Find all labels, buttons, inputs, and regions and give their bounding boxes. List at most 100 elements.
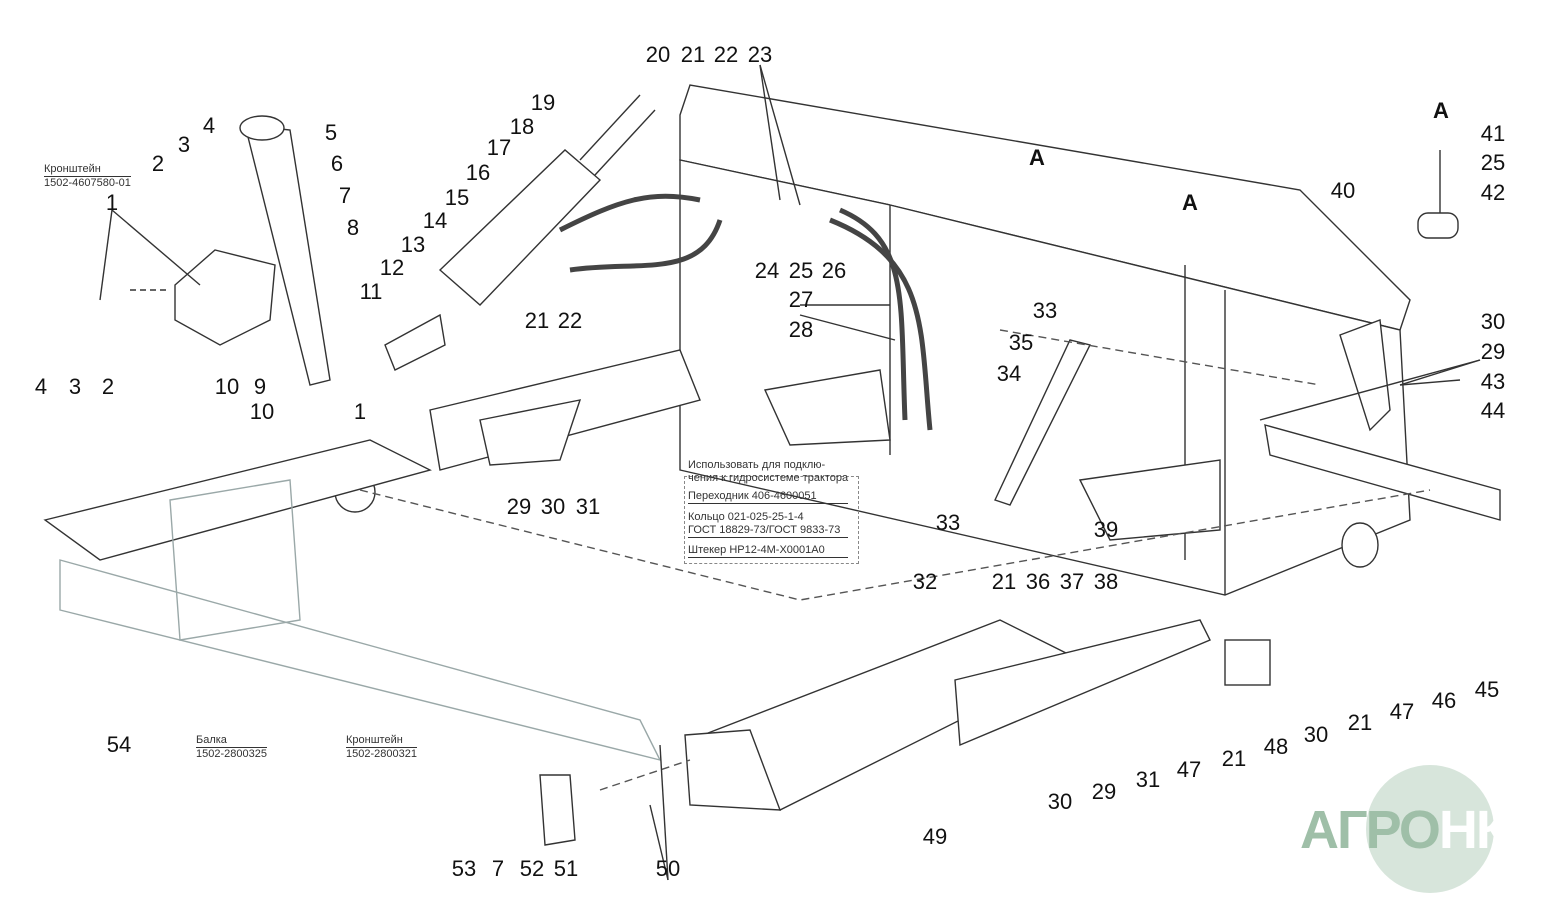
callout-46: 46 bbox=[1431, 688, 1457, 713]
bracket2-label: Кронштейн 1502-2800321 bbox=[346, 734, 417, 761]
callout-30: 30 bbox=[1047, 789, 1073, 814]
callout-21: 21 bbox=[1221, 746, 1247, 771]
callout-21: 21 bbox=[1347, 710, 1373, 735]
vertical-cylinder bbox=[244, 124, 331, 386]
callout-41: 41 bbox=[1480, 121, 1506, 146]
callout-18: 18 bbox=[509, 114, 535, 139]
bracket2-code: 1502-2800321 bbox=[346, 748, 417, 760]
callout-2: 2 bbox=[101, 374, 115, 399]
callout-10: 10 bbox=[249, 399, 275, 424]
callout-25: 25 bbox=[1480, 150, 1506, 175]
callout-32: 32 bbox=[912, 569, 938, 594]
ring-part: Кольцо 021-025-25-1-4 bbox=[688, 511, 804, 523]
callout-22: 22 bbox=[557, 308, 583, 333]
callout-50: 50 bbox=[655, 856, 681, 881]
view-marker-a: A bbox=[1433, 98, 1449, 123]
adapter-part: Переходник 406-4600051 bbox=[688, 490, 849, 504]
hydraulic-note-line2: чения к гидросистеме трактора bbox=[688, 472, 849, 484]
callout-30: 30 bbox=[1480, 309, 1506, 334]
callout-38: 38 bbox=[1093, 569, 1119, 594]
callout-15: 15 bbox=[444, 185, 470, 210]
callout-29: 29 bbox=[506, 494, 532, 519]
callout-31: 31 bbox=[575, 494, 601, 519]
callout-13: 13 bbox=[400, 232, 426, 257]
callout-20: 20 bbox=[645, 42, 671, 67]
callout-5: 5 bbox=[324, 120, 338, 145]
callout-42: 42 bbox=[1480, 180, 1506, 205]
ring-standard: ГОСТ 18829-73/ГОСТ 9833-73 bbox=[688, 524, 849, 538]
callout-9: 9 bbox=[253, 374, 267, 399]
callout-7: 7 bbox=[338, 183, 352, 208]
callout-28: 28 bbox=[788, 317, 814, 342]
hydraulic-parts-box bbox=[684, 476, 859, 564]
callout-47: 47 bbox=[1176, 757, 1202, 782]
callout-34: 34 bbox=[996, 361, 1022, 386]
callout-14: 14 bbox=[422, 208, 448, 233]
callout-48: 48 bbox=[1263, 734, 1289, 759]
callout-1: 1 bbox=[105, 190, 119, 215]
view-marker-a: A bbox=[1029, 145, 1045, 170]
callout-45: 45 bbox=[1474, 677, 1500, 702]
callout-52: 52 bbox=[519, 856, 545, 881]
left-beam bbox=[43, 439, 432, 561]
callout-4: 4 bbox=[202, 113, 216, 138]
hydraulic-cylinder bbox=[438, 149, 602, 306]
left-bracket bbox=[174, 249, 276, 346]
callout-29: 29 bbox=[1480, 339, 1506, 364]
callout-17: 17 bbox=[486, 135, 512, 160]
callout-44: 44 bbox=[1480, 398, 1506, 423]
callout-26: 26 bbox=[821, 258, 847, 283]
callout-30: 30 bbox=[1303, 722, 1329, 747]
callout-35: 35 bbox=[1008, 330, 1034, 355]
hydraulic-note: Использовать для подклю- чения к гидроси… bbox=[688, 459, 849, 558]
bracket2-name: Кронштейн bbox=[346, 734, 417, 748]
callout-21: 21 bbox=[524, 308, 550, 333]
callout-29: 29 bbox=[1091, 779, 1117, 804]
callout-21: 21 bbox=[991, 569, 1017, 594]
callout-21: 21 bbox=[680, 42, 706, 67]
callout-30: 30 bbox=[540, 494, 566, 519]
beam-label: Балка 1502-2800325 bbox=[196, 734, 267, 761]
callout-43: 43 bbox=[1480, 369, 1506, 394]
callout-1: 1 bbox=[353, 399, 367, 424]
callout-12: 12 bbox=[379, 255, 405, 280]
callout-3: 3 bbox=[177, 132, 191, 157]
callout-39: 39 bbox=[1093, 517, 1119, 542]
callout-33: 33 bbox=[935, 510, 961, 535]
callout-24: 24 bbox=[754, 258, 780, 283]
logo-circle bbox=[1366, 765, 1494, 893]
bracket-name: Кронштейн bbox=[44, 163, 131, 177]
callout-31: 31 bbox=[1135, 767, 1161, 792]
callout-10: 10 bbox=[214, 374, 240, 399]
callout-11: 11 bbox=[359, 279, 383, 304]
agronka-logo: АГРОНКА bbox=[1300, 765, 1546, 895]
callout-40: 40 bbox=[1330, 178, 1356, 203]
callout-3: 3 bbox=[68, 374, 82, 399]
callout-23: 23 bbox=[747, 42, 773, 67]
perforated-plate bbox=[1264, 424, 1501, 521]
callout-36: 36 bbox=[1025, 569, 1051, 594]
callout-8: 8 bbox=[346, 215, 360, 240]
callout-51: 51 bbox=[553, 856, 579, 881]
callout-2: 2 bbox=[151, 151, 165, 176]
callout-19: 19 bbox=[530, 90, 556, 115]
callout-54: 54 bbox=[106, 732, 132, 757]
bracket-code: 1502-4607580-01 bbox=[44, 177, 131, 189]
logo-text: АГРОНКА bbox=[1300, 800, 1546, 860]
callout-53: 53 bbox=[451, 856, 477, 881]
callout-7: 7 bbox=[491, 856, 505, 881]
callout-4: 4 bbox=[34, 374, 48, 399]
beam-code: 1502-2800325 bbox=[196, 748, 267, 760]
callout-27: 27 bbox=[788, 287, 814, 312]
plug-part: Штекер НР12-4М-Х0001А0 bbox=[688, 544, 849, 558]
callout-47: 47 bbox=[1389, 699, 1415, 724]
callout-22: 22 bbox=[713, 42, 739, 67]
callout-16: 16 bbox=[465, 160, 491, 185]
callout-49: 49 bbox=[922, 824, 948, 849]
view-marker-a: A bbox=[1182, 190, 1198, 215]
callout-25: 25 bbox=[788, 258, 814, 283]
callout-6: 6 bbox=[330, 151, 344, 176]
callout-33: 33 bbox=[1032, 298, 1058, 323]
